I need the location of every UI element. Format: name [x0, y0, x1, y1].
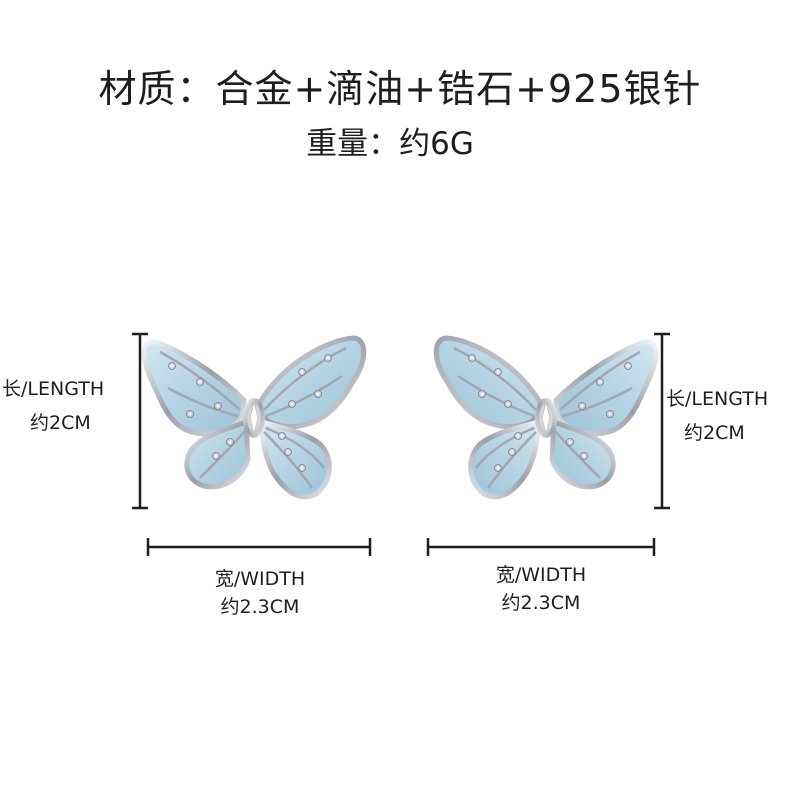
material-title: 材质：合金+滴油+锆石+925银针 [98, 67, 702, 111]
weight-text: 重量：约6G [306, 126, 474, 162]
left-length-label: 长/LENGTH [2, 378, 105, 400]
right-length-label: 长/LENGTH [666, 388, 769, 410]
right-width-label: 宽/WIDTH [495, 564, 587, 586]
right-length-value: 约2CM [684, 422, 745, 444]
left-width-label: 宽/WIDTH [214, 568, 306, 590]
left-length-value: 约2CM [30, 412, 91, 434]
right-butterfly-earring-image [436, 338, 656, 497]
left-butterfly-earring-image [144, 338, 364, 497]
left-width-value: 约2.3CM [220, 596, 300, 618]
right-width-value: 约2.3CM [501, 592, 581, 614]
